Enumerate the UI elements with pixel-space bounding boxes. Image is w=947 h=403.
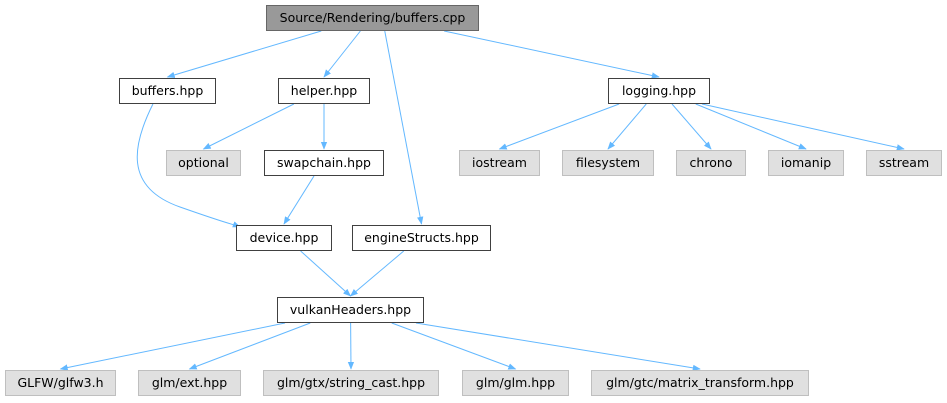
node-vulkanheaders-hpp[interactable]: vulkanHeaders.hpp [277, 297, 424, 323]
node-helper-hpp[interactable]: helper.hpp [278, 78, 370, 104]
node-chrono: chrono [676, 150, 746, 176]
edge-swapchain_hpp-to-device_hpp [283, 175, 315, 225]
edge-root-to-helper_hpp [323, 30, 361, 78]
node-enginestructs-hpp[interactable]: engineStructs.hpp [352, 225, 491, 251]
edge-root-to-buffers_hpp [166, 30, 322, 79]
node-buffers-hpp[interactable]: buffers.hpp [119, 78, 216, 104]
node-iomanip: iomanip [768, 150, 844, 176]
node-glm-glm-hpp: glm/glm.hpp [462, 370, 569, 396]
node-optional: optional [166, 150, 241, 176]
edge-logging_hpp-to-iomanip [695, 103, 807, 150]
node-glm-string-cast-hpp: glm/gtx/string_cast.hpp [263, 370, 439, 396]
node-buffers-cpp: Source/Rendering/buffers.cpp [266, 5, 479, 31]
edge-root-to-logging_hpp [444, 30, 660, 79]
edge-vulkanHeaders_hpp-to-glm_ext_hpp [188, 322, 311, 370]
node-swapchain-hpp[interactable]: swapchain.hpp [264, 150, 384, 176]
edge-logging_hpp-to-iostream [498, 103, 620, 150]
edge-vulkanHeaders_hpp-to-glfw3_h [59, 322, 286, 371]
edge-logging_hpp-to-filesystem [607, 103, 647, 150]
edge-vulkanHeaders_hpp-to-glm_glm_hpp [391, 322, 517, 370]
node-logging-hpp[interactable]: logging.hpp [608, 78, 710, 104]
node-iostream: iostream [459, 150, 540, 176]
edge-root-to-engineStructs_hpp [384, 30, 424, 225]
node-glm-matrix-transform-hpp: glm/gtc/matrix_transform.hpp [591, 370, 809, 396]
edge-logging_hpp-to-chrono [671, 103, 712, 150]
edge-logging_hpp-to-sstream [701, 103, 905, 151]
node-glm-ext-hpp: glm/ext.hpp [138, 370, 241, 396]
node-device-hpp[interactable]: device.hpp [236, 225, 332, 251]
node-sstream: sstream [866, 150, 942, 176]
edge-vulkanHeaders_hpp-to-glm_matrix_transform_hpp [415, 322, 701, 372]
edge-buffers_hpp-to-device_hpp [136, 103, 241, 228]
edge-device_hpp-to-vulkanHeaders_hpp [300, 250, 352, 297]
edge-helper_hpp-to-optional [202, 103, 295, 150]
node-glfw3-h: GLFW/glfw3.h [5, 370, 116, 396]
node-filesystem: filesystem [562, 150, 654, 176]
edge-engineStructs_hpp-to-vulkanHeaders_hpp [349, 250, 405, 297]
